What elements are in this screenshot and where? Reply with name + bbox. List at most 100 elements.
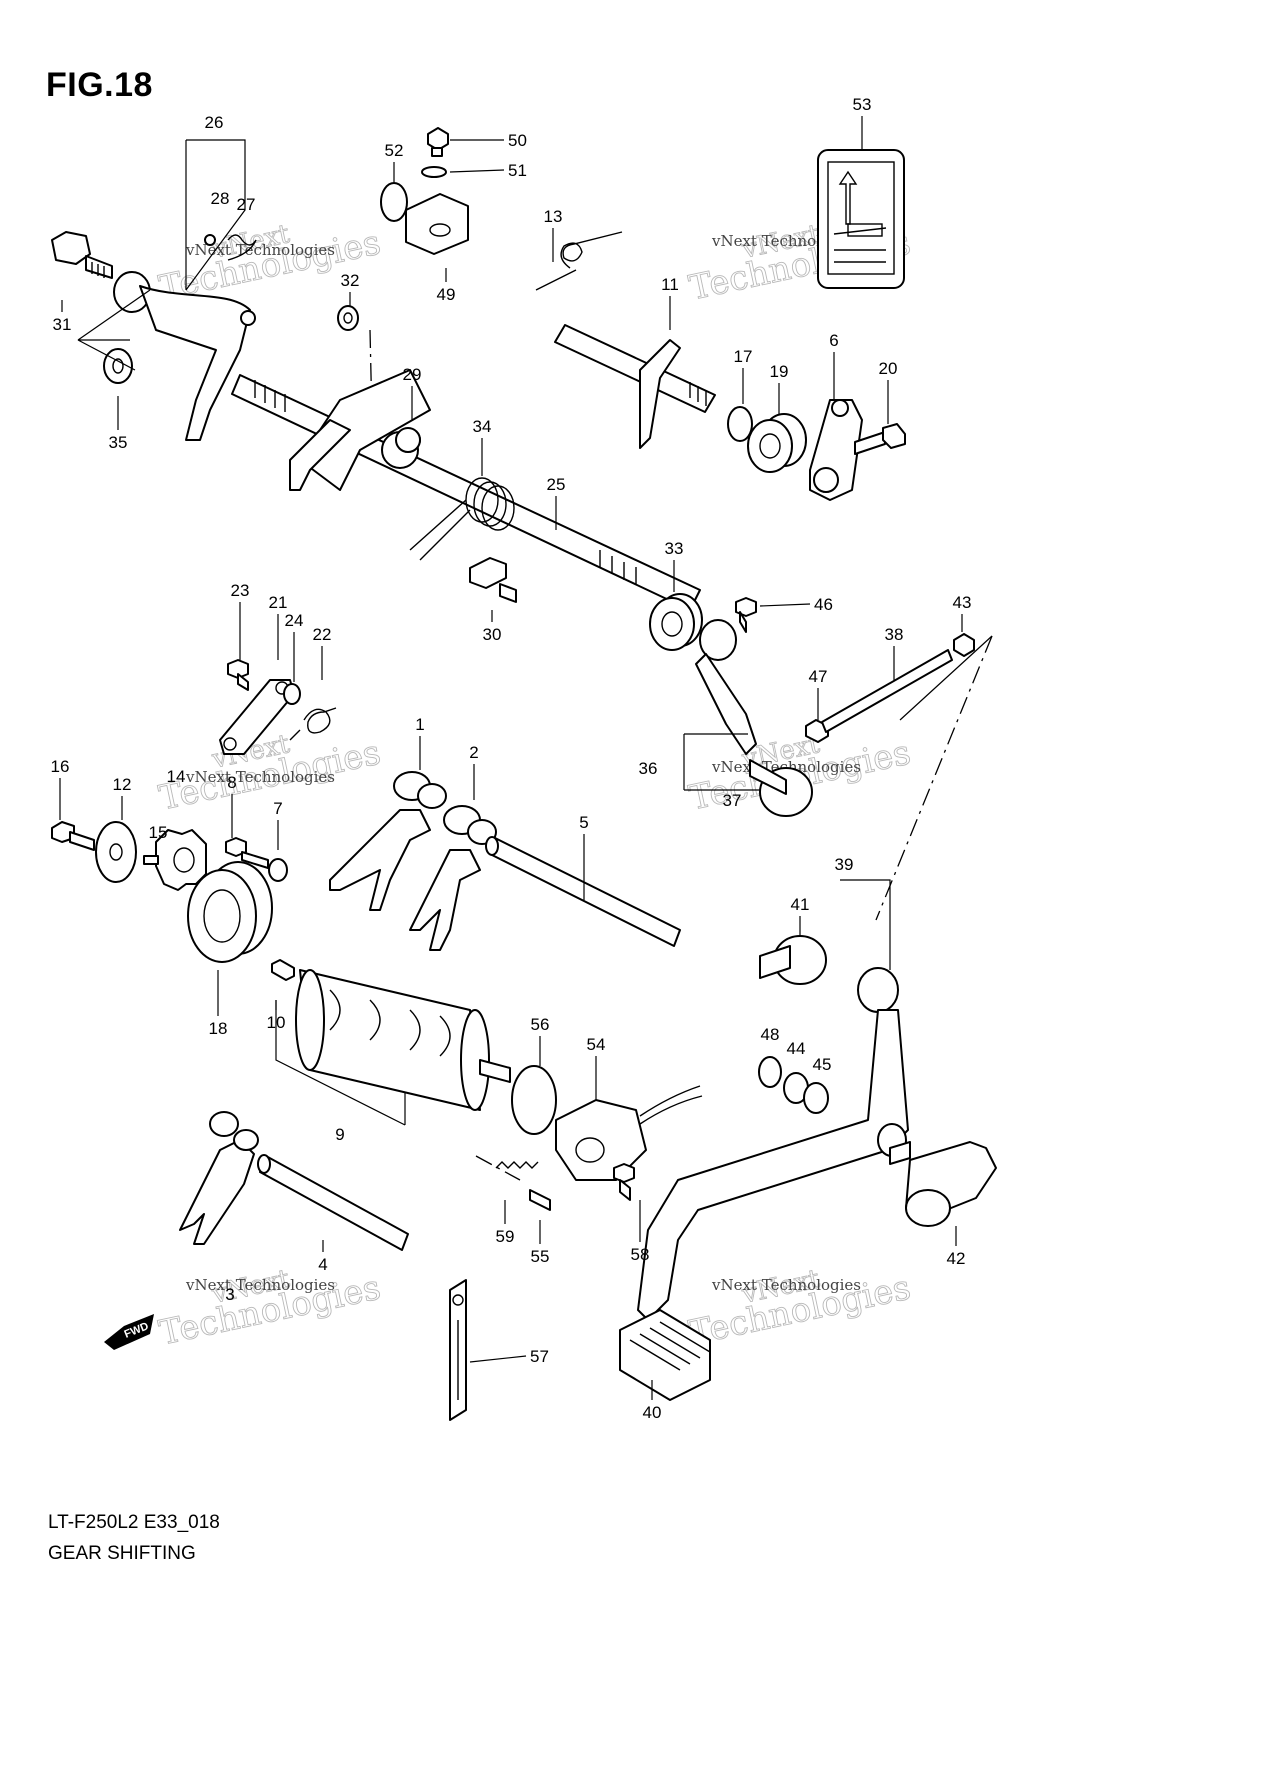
part-6-lever xyxy=(809,399,863,501)
figure-code: LT-F250L2 E33_018 xyxy=(48,1512,220,1533)
callout-15: 15 xyxy=(149,823,168,842)
callout-29: 29 xyxy=(403,365,422,384)
callout-6: 6 xyxy=(829,331,838,350)
callout-41: 41 xyxy=(791,895,810,914)
part-5-fork-shaft xyxy=(489,837,681,947)
callout-35: 35 xyxy=(109,433,128,452)
watermark-small-1: vNext Technologies xyxy=(185,241,335,259)
part-20-bolt xyxy=(854,423,906,455)
part-55-pin xyxy=(529,1189,551,1211)
callout-36: 36 xyxy=(639,759,658,778)
part-48-circlip xyxy=(758,1056,782,1088)
part-4-fork-shaft xyxy=(259,1155,409,1251)
part-42-bracket xyxy=(889,1141,997,1227)
watermark-5: vNext Technologies xyxy=(155,1264,384,1354)
figure-title: FIG.18 xyxy=(46,66,153,104)
part-11-shaft xyxy=(554,324,716,449)
part-22-spring xyxy=(289,707,337,741)
part-37-rod-end xyxy=(749,759,813,817)
callout-46: 46 xyxy=(814,595,833,614)
part-24-washer xyxy=(283,683,301,705)
callout-14: 14 xyxy=(167,767,186,786)
part-2-shift-fork xyxy=(409,805,497,951)
callout-7: 7 xyxy=(273,799,282,818)
callout-31: 31 xyxy=(53,315,72,334)
callout-leader-57 xyxy=(469,1355,527,1363)
part-29-arm xyxy=(395,427,421,453)
part-23-bolt xyxy=(227,659,249,691)
callout-12: 12 xyxy=(113,775,132,794)
fwd-arrow-icon: FWD xyxy=(104,1314,154,1350)
callout-39: 39 xyxy=(835,855,854,874)
part-51-washer xyxy=(421,166,447,178)
part-9-gearshift-cam xyxy=(295,969,511,1111)
part-12-washer xyxy=(95,821,137,883)
callout-58: 58 xyxy=(631,1245,650,1264)
part-38-rod xyxy=(821,649,953,733)
callout-23: 23 xyxy=(231,581,250,600)
callout-1: 1 xyxy=(415,715,424,734)
part-33-oil-seal xyxy=(649,593,703,651)
watermark-small-5: vNext Technologies xyxy=(185,1276,335,1294)
watermark-small-4: vNext Technologies xyxy=(711,758,861,776)
part-41-rod-end xyxy=(759,935,827,985)
callout-43: 43 xyxy=(953,593,972,612)
callout-32: 32 xyxy=(341,271,360,290)
callout-4: 4 xyxy=(318,1255,327,1274)
callout-8: 8 xyxy=(227,773,236,792)
callout-9: 9 xyxy=(335,1125,344,1144)
callout-47: 47 xyxy=(809,667,828,686)
callout-5: 5 xyxy=(579,813,588,832)
part-40-pedal-rubber xyxy=(619,1309,711,1401)
callout-10: 10 xyxy=(267,1013,286,1032)
callout-44: 44 xyxy=(787,1039,806,1058)
callout-28: 28 xyxy=(211,189,230,208)
part-17-washer xyxy=(727,406,753,442)
callout-48: 48 xyxy=(761,1025,780,1044)
callout-24: 24 xyxy=(285,611,304,630)
callout-55: 55 xyxy=(531,1247,550,1266)
part-52-o-ring xyxy=(380,182,408,222)
part-50-screw xyxy=(427,127,449,157)
callout-57: 57 xyxy=(530,1347,549,1366)
part-16-bolt xyxy=(51,821,95,851)
callout-11: 11 xyxy=(661,275,679,294)
figure-name: GEAR SHIFTING xyxy=(48,1543,196,1564)
part-54-gear-position-switch xyxy=(555,1085,703,1181)
callout-leader-51 xyxy=(449,169,505,173)
callout-45: 45 xyxy=(813,1055,832,1074)
part-49-cap xyxy=(405,193,469,255)
part-25-gearshift-shaft xyxy=(231,369,701,611)
part-57-plate xyxy=(449,1279,467,1421)
callout-42: 42 xyxy=(947,1249,966,1268)
callout-51: 51 xyxy=(508,161,527,180)
part-13-spring xyxy=(535,231,623,291)
watermark-small-6: vNext Technologies xyxy=(711,1276,861,1294)
part-1-shift-fork xyxy=(329,771,447,911)
part-36-rod-end xyxy=(695,619,757,755)
callout-33: 33 xyxy=(665,539,684,558)
callout-54: 54 xyxy=(587,1035,606,1054)
callout-leader-46 xyxy=(759,603,811,607)
part-53-shift-label xyxy=(817,149,905,289)
callout-50: 50 xyxy=(508,131,527,150)
callout-21: 21 xyxy=(269,593,288,612)
part-10-pin xyxy=(271,959,295,981)
callout-40: 40 xyxy=(643,1403,662,1422)
callout-2: 2 xyxy=(469,743,478,762)
callout-20: 20 xyxy=(879,359,898,378)
part-30-pin-bolt xyxy=(469,557,517,603)
part-56-o-ring xyxy=(511,1065,557,1135)
part-26-stopper-lever xyxy=(113,271,256,441)
part-15-pin xyxy=(143,855,159,865)
callout-13: 13 xyxy=(544,207,563,226)
callout-19: 19 xyxy=(770,362,789,381)
part-28-washer xyxy=(204,234,216,246)
part-58-screw xyxy=(613,1163,635,1201)
callout-17: 17 xyxy=(734,347,753,366)
callout-16: 16 xyxy=(51,757,70,776)
callout-56: 56 xyxy=(531,1015,550,1034)
callout-59: 59 xyxy=(496,1227,515,1246)
callout-26: 26 xyxy=(205,113,224,132)
